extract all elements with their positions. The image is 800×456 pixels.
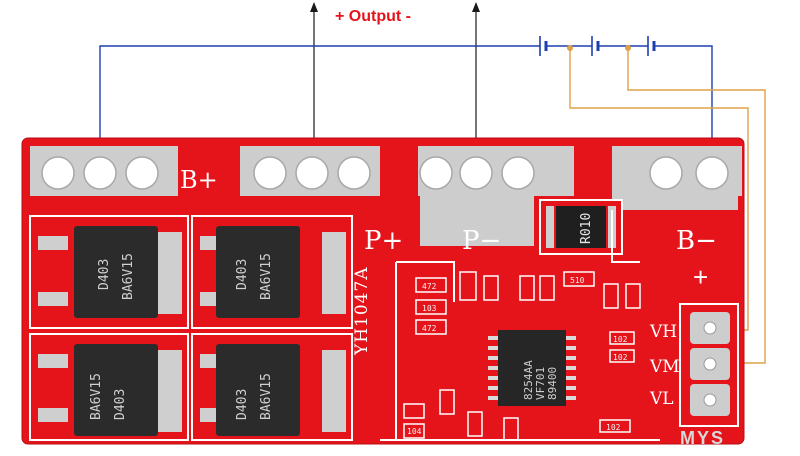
pad-label-b-plus: B+ (180, 166, 218, 194)
output-label: + Output - (335, 8, 411, 25)
smd-code-7: 102 (606, 423, 621, 432)
silkscreen (380, 210, 660, 441)
smd-code-1: 472 (422, 282, 437, 291)
mosfet-bodies (74, 226, 300, 436)
ic-line-1: 8254AA (522, 360, 535, 400)
board-model-label: YH1047A (352, 266, 372, 355)
balance-label-plus: + (693, 262, 709, 292)
battery-cells (539, 36, 656, 56)
smd-code-3: 472 (422, 324, 437, 333)
mosfet-4-code: BA6V15 (259, 373, 274, 420)
mosfet-2-code: BA6V15 (259, 253, 274, 300)
pad-label-p-minus: P− (462, 226, 502, 256)
smd-code-8: 104 (407, 427, 422, 436)
pad-label-b-minus: B− (676, 226, 717, 256)
output-arrowheads (310, 2, 480, 12)
smd-code-5: 102 (613, 335, 628, 344)
mosfet-4-part: D403 (235, 389, 250, 420)
pad-label-p-plus: P+ (364, 226, 404, 256)
mosfet-1-code: BA6V15 (121, 253, 136, 300)
shunt-resistor-code: R010 (579, 213, 594, 244)
mosfet-tabs (158, 232, 346, 432)
balance-label-vh: VH (650, 322, 678, 342)
ic-line-2: VF701 (534, 367, 547, 400)
smd-code-2: 103 (422, 304, 437, 313)
smd-code-6: 102 (613, 353, 628, 362)
mosfet-3-part: D403 (113, 389, 128, 420)
smd-code-4: 510 (570, 276, 585, 285)
pad-holes (41, 156, 729, 190)
mosfet-3-code: BA6V15 (89, 373, 104, 420)
balance-label-vm: VM (650, 357, 680, 377)
balance-pads (690, 312, 730, 416)
balance-label-vl: VL (650, 389, 674, 409)
smd-parts (403, 271, 641, 441)
watermark: MYS (680, 428, 726, 448)
balance-junctions (567, 45, 631, 51)
mosfet-1-part: D403 (97, 259, 112, 290)
control-ic (488, 330, 576, 406)
ic-line-3: 89400 (546, 367, 559, 400)
balance-connector-outline (679, 303, 739, 427)
mosfet-outlines (29, 215, 353, 441)
mosfet-2-part: D403 (235, 259, 250, 290)
